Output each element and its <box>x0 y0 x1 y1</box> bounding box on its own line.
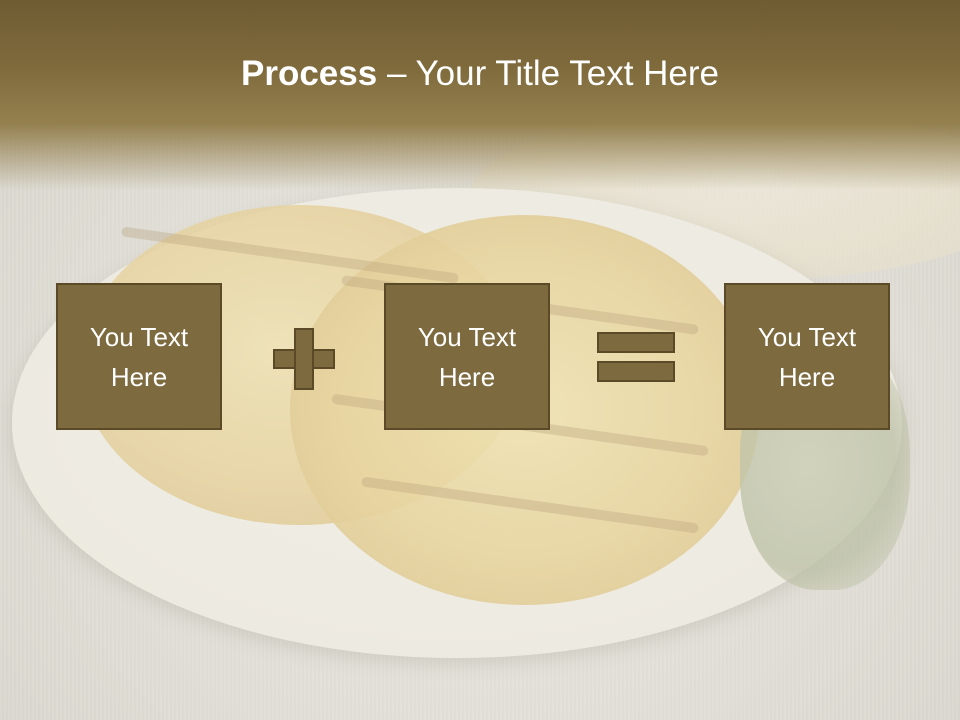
process-box-2-text: You Text Here <box>417 321 517 392</box>
process-box-1[interactable]: You Text Here <box>56 283 222 430</box>
equals-icon <box>597 332 675 384</box>
process-box-2[interactable]: You Text Here <box>384 283 550 430</box>
slide-title[interactable]: Process – Your Title Text Here <box>0 52 960 96</box>
process-box-3[interactable]: You Text Here <box>724 283 890 430</box>
title-strong: Process <box>241 54 378 93</box>
process-box-1-text: You Text Here <box>89 321 189 392</box>
process-box-3-text: You Text Here <box>757 321 857 392</box>
header-band <box>0 0 960 190</box>
title-rest: – Your Title Text Here <box>377 54 719 93</box>
plus-icon <box>273 328 335 390</box>
